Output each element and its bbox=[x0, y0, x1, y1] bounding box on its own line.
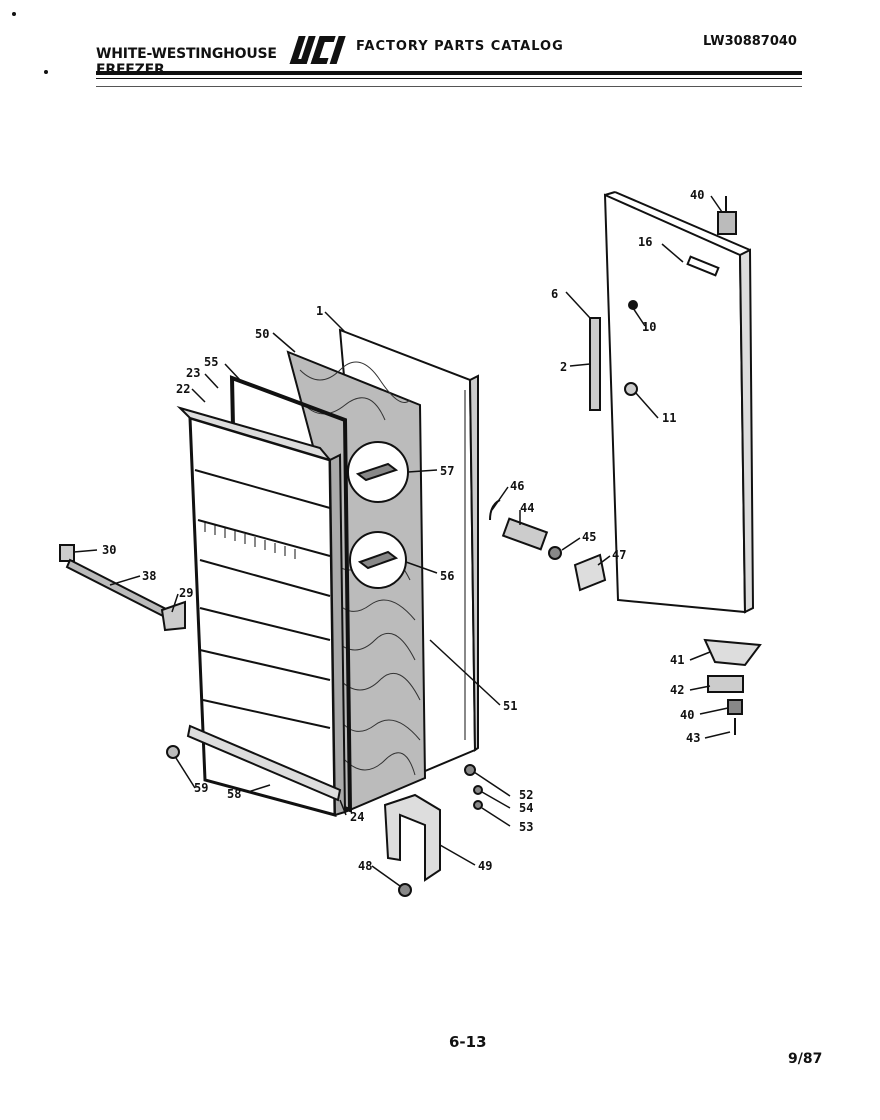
callout-22: 22 bbox=[176, 382, 190, 396]
callout-6: 6 bbox=[551, 287, 558, 301]
callout-54: 54 bbox=[519, 801, 533, 815]
inner-door-liner bbox=[176, 405, 347, 817]
callout-2: 2 bbox=[560, 360, 567, 374]
screw bbox=[166, 745, 180, 759]
top-hinge-pin bbox=[717, 196, 737, 235]
callout-1: 1 bbox=[316, 304, 323, 318]
callout-38: 38 bbox=[142, 569, 156, 583]
callout-29: 29 bbox=[179, 586, 193, 600]
screw bbox=[398, 883, 412, 897]
header-rule bbox=[96, 71, 802, 75]
shelf-bracket bbox=[59, 544, 186, 632]
scan-mark bbox=[12, 12, 16, 16]
callout-59: 59 bbox=[194, 781, 208, 795]
callout-42: 42 bbox=[670, 683, 684, 697]
callout-30: 30 bbox=[102, 543, 116, 557]
wci-logo bbox=[289, 36, 346, 64]
model-code: LW30887040 bbox=[703, 34, 797, 49]
callout-57: 57 bbox=[440, 464, 454, 478]
callout-48: 48 bbox=[358, 859, 372, 873]
callout-44: 44 bbox=[520, 501, 534, 515]
callout-10: 10 bbox=[642, 320, 656, 334]
header-rule bbox=[96, 78, 802, 79]
revision-date: 9/87 bbox=[788, 1051, 823, 1067]
brand-name: WHITE-WESTINGHOUSE bbox=[96, 46, 277, 62]
lower-bracket bbox=[383, 793, 441, 882]
callout-16: 16 bbox=[638, 235, 652, 249]
callout-11: 11 bbox=[662, 411, 676, 425]
callout-23: 23 bbox=[186, 366, 200, 380]
callout-58: 58 bbox=[227, 787, 241, 801]
header-rule bbox=[96, 86, 802, 87]
callout-56: 56 bbox=[440, 569, 454, 583]
callout-40: 40 bbox=[680, 708, 694, 722]
breaker-strip bbox=[186, 724, 342, 802]
callout-51: 51 bbox=[503, 699, 517, 713]
callout-41: 41 bbox=[670, 653, 684, 667]
callout-50: 50 bbox=[255, 327, 269, 341]
callout-49: 49 bbox=[478, 859, 492, 873]
bottom-hinge bbox=[703, 638, 762, 735]
lower-screws bbox=[464, 764, 483, 810]
callout-55: 55 bbox=[204, 355, 218, 369]
callout-40: 40 bbox=[690, 188, 704, 202]
callout-53: 53 bbox=[519, 820, 533, 834]
page-number: 6-13 bbox=[449, 1033, 487, 1051]
callout-46: 46 bbox=[510, 479, 524, 493]
callout-52: 52 bbox=[519, 788, 533, 802]
callout-45: 45 bbox=[582, 530, 596, 544]
callout-47: 47 bbox=[612, 548, 626, 562]
scan-mark bbox=[44, 70, 48, 74]
callout-43: 43 bbox=[686, 731, 700, 745]
catalog-title: FACTORY PARTS CATALOG bbox=[356, 39, 564, 54]
outer-door-panel bbox=[603, 191, 755, 614]
lock-assembly bbox=[489, 499, 607, 592]
callout-24: 24 bbox=[350, 810, 364, 824]
